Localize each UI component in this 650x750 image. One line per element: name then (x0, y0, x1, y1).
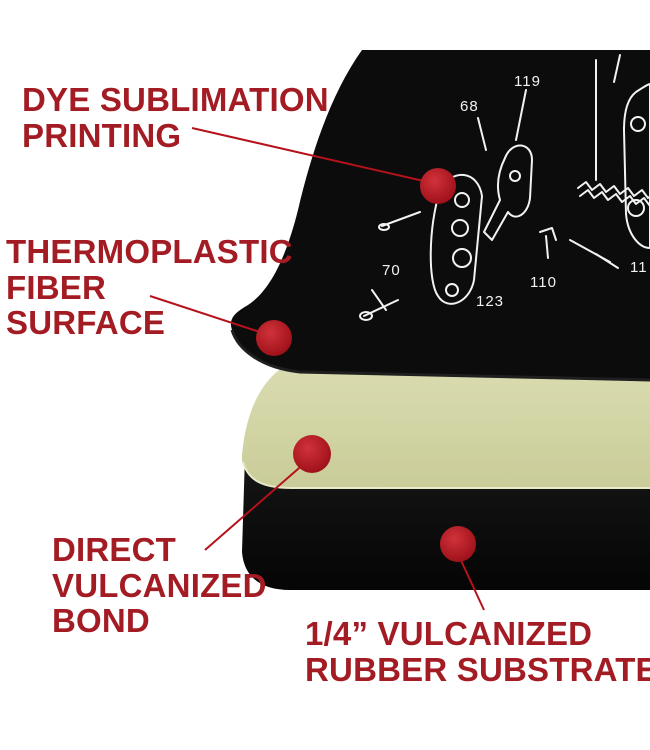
label-direct-vulcanized-bond: DIRECT VULCANIZED BOND (52, 532, 267, 639)
marker-dot-dye (420, 168, 456, 204)
bond-edge-highlight (242, 461, 650, 489)
label-line: RUBBER SUBSTRATE (305, 650, 650, 688)
label-line: BOND (52, 602, 150, 640)
leader-line-dye (191, 127, 429, 183)
vulcanized-bond-layer (242, 366, 650, 488)
label-line: FIBER (6, 268, 106, 306)
label-line: DIRECT (52, 531, 177, 568)
part-number-123: 123 (476, 293, 504, 310)
label-line: 1/4” VULCANIZED (305, 615, 593, 652)
marker-dot-thermo (256, 320, 292, 356)
label-line: SURFACE (6, 304, 166, 342)
label-thermoplastic-fiber-surface: THERMOPLASTIC FIBER SURFACE (6, 234, 293, 341)
label-line: DYE SUBLIMATION (22, 81, 329, 118)
label-vulcanized-rubber-substrate: 1/4” VULCANIZED RUBBER SUBSTRATE (305, 616, 650, 687)
fiber-surface-layer (231, 50, 650, 380)
leader-line-thermo (149, 295, 267, 335)
leader-line-bond (204, 461, 307, 551)
exploded-parts-drawing (359, 54, 650, 321)
leader-lines (149, 127, 485, 611)
label-dye-sublimation-printing: DYE SUBLIMATION PRINTING (22, 82, 329, 153)
label-line: VULCANIZED (52, 566, 267, 604)
fiber-surface-edge (230, 329, 650, 382)
marker-dot-bond (293, 435, 331, 473)
marker-dots (256, 168, 476, 562)
marker-dot-rubber (440, 526, 476, 562)
part-number-110: 110 (530, 274, 557, 291)
label-line: PRINTING (22, 116, 182, 154)
leader-line-rubber (457, 553, 485, 611)
part-number-labels: 68 119 70 110 123 11 (382, 73, 648, 310)
part-number-70: 70 (382, 262, 401, 279)
label-line: THERMOPLASTIC (6, 233, 293, 270)
part-number-119: 119 (514, 73, 541, 90)
part-number-11: 11 (630, 259, 648, 276)
part-number-68: 68 (460, 98, 479, 115)
